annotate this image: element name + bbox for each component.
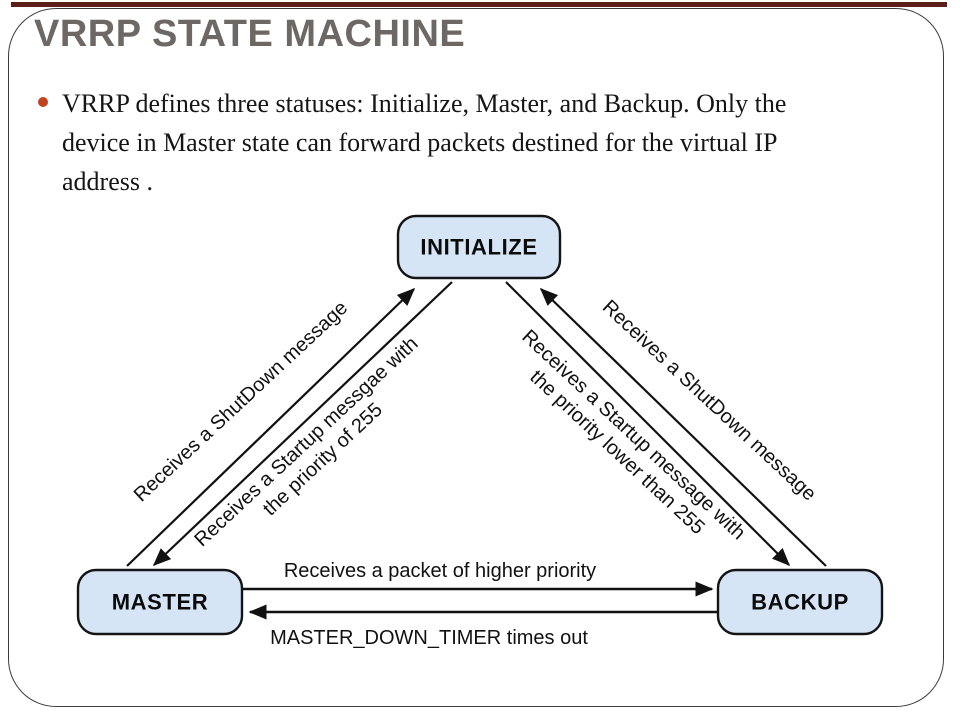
- bullet-item: VRRP defines three statuses: Initialize,…: [38, 84, 786, 201]
- top-accent-bar: [11, 2, 947, 7]
- bullet-line: device in Master state can forward packe…: [62, 128, 778, 157]
- slide-border-frame: [8, 8, 944, 707]
- label-master-to-backup: Receives a packet of higher priority: [284, 560, 596, 582]
- label-line: Receives a Startup messgae with: [190, 333, 422, 552]
- label-backup-to-master: MASTER_DOWN_TIMER times out: [270, 627, 588, 649]
- state-backup: BACKUP: [716, 568, 884, 636]
- state-initialize: INITIALIZE: [396, 214, 562, 280]
- label-initialize-to-backup: Receives a Startup message withthe prior…: [501, 326, 749, 562]
- bullet-icon: [38, 97, 48, 107]
- label-line: Receives a Startup message with: [517, 326, 749, 545]
- bullet-line: address .: [62, 167, 153, 196]
- state-master-label: MASTER: [112, 590, 209, 615]
- arrow-master-to-initialize: [126, 287, 416, 567]
- state-backup-box: [716, 568, 884, 636]
- state-master-box: [76, 568, 244, 636]
- state-initialize-box: [396, 214, 562, 280]
- state-backup-label: BACKUP: [751, 590, 849, 615]
- arrow-initialize-to-backup: [505, 281, 791, 567]
- state-master: MASTER: [76, 568, 244, 636]
- state-initialize-label: INITIALIZE: [420, 235, 537, 260]
- arrow-backup-to-initialize: [539, 287, 827, 567]
- bullet-line: VRRP defines three statuses: Initialize,…: [62, 89, 787, 118]
- slide-title: VRRP STATE MACHINE: [34, 13, 466, 55]
- label-initialize-to-master: Receives a Startup messgae withthe prior…: [190, 333, 438, 569]
- bullet-text: VRRP defines three statuses: Initialize,…: [62, 84, 786, 201]
- arrow-initialize-to-master: [152, 281, 453, 567]
